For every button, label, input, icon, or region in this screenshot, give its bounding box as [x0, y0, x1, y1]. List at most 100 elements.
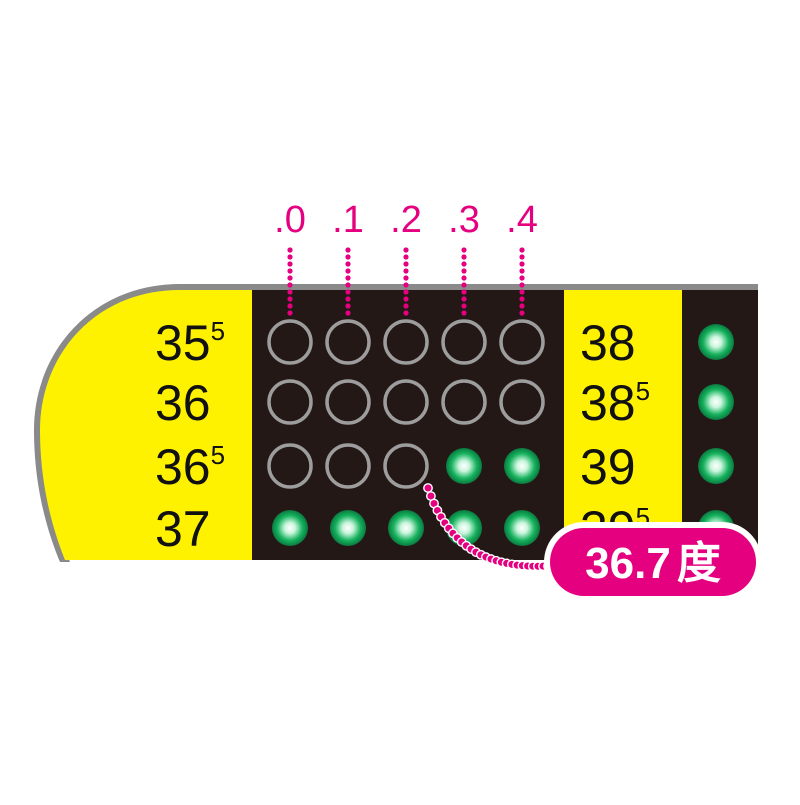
- reading-unit: 度: [677, 539, 721, 588]
- scale-main: 37: [155, 501, 211, 557]
- leader-dot: [345, 254, 351, 260]
- led-off: [325, 379, 371, 425]
- leader-dot: [345, 268, 351, 274]
- callout-dot: [423, 483, 433, 493]
- leader-dot: [461, 310, 467, 316]
- leader-dot: [519, 275, 525, 281]
- decimal-label: .4: [506, 199, 538, 241]
- led-on: [272, 510, 308, 546]
- leader-dot: [403, 289, 409, 295]
- leader-dot: [287, 261, 293, 267]
- decimal-leaders: .0 .1 .2 .3 .4: [274, 199, 538, 316]
- reading-badge: [550, 528, 756, 596]
- led-on: [698, 384, 734, 420]
- scale-label: 39: [580, 439, 636, 495]
- led-on: [698, 448, 734, 484]
- leader-dot: [461, 296, 467, 302]
- led-grid: [267, 319, 545, 546]
- scale-sup: 5: [211, 316, 225, 346]
- led-on: [504, 510, 540, 546]
- leader-dot: [403, 268, 409, 274]
- leader-dot: [403, 303, 409, 309]
- left-yellow-section: [40, 290, 252, 560]
- leader-dot: [287, 254, 293, 260]
- leader-dot: [345, 296, 351, 302]
- led-off: [383, 379, 429, 425]
- led-off: [267, 379, 313, 425]
- scale-label: 355: [155, 315, 225, 371]
- scale-label: 38: [580, 315, 636, 371]
- leader-dot: [345, 261, 351, 267]
- leader-dot: [519, 282, 525, 288]
- leader-dot: [403, 247, 409, 253]
- scale-sup: 5: [636, 376, 650, 406]
- led-on: [388, 510, 424, 546]
- leader-dot: [461, 275, 467, 281]
- leader-dot: [345, 303, 351, 309]
- scale-label: 37: [155, 501, 211, 557]
- leader-dot: [461, 282, 467, 288]
- right-yellow-section: [564, 290, 682, 560]
- leader-dot: [461, 289, 467, 295]
- led-off: [499, 319, 545, 365]
- leader-dot: [345, 275, 351, 281]
- scale-main: 36: [155, 375, 211, 431]
- leader-dot: [345, 289, 351, 295]
- leader-dot: [287, 303, 293, 309]
- led-on: [330, 510, 366, 546]
- decimal-label: .1: [332, 199, 364, 241]
- led-on: [446, 448, 482, 484]
- leader-dot: [461, 268, 467, 274]
- scale-main: 35: [155, 315, 211, 371]
- leader-dot: [403, 282, 409, 288]
- led-off: [499, 379, 545, 425]
- scale-sup: 5: [211, 440, 225, 470]
- led-off: [441, 319, 487, 365]
- leader-dot: [403, 296, 409, 302]
- leader-dot: [345, 282, 351, 288]
- scale-main: 39: [580, 439, 636, 495]
- led-off: [383, 319, 429, 365]
- reading-value: 36.7: [585, 539, 671, 588]
- leader-dot: [519, 289, 525, 295]
- scale-label: 365: [155, 439, 225, 495]
- decimal-label: .2: [390, 199, 422, 241]
- leader-dot: [461, 254, 467, 260]
- leader-dot: [519, 303, 525, 309]
- led-off: [325, 443, 371, 489]
- led-off: [383, 443, 429, 489]
- decimal-label: .0: [274, 199, 306, 241]
- scale-label: 36: [155, 375, 211, 431]
- leader-dot: [461, 261, 467, 267]
- leader-dot: [403, 254, 409, 260]
- leader-dot: [287, 296, 293, 302]
- leader-dot: [287, 268, 293, 274]
- leader-dot: [519, 247, 525, 253]
- leader-dot: [403, 275, 409, 281]
- scale-main: 38: [580, 315, 636, 371]
- leader-dot: [403, 310, 409, 316]
- led-off: [441, 379, 487, 425]
- led-on: [698, 324, 734, 360]
- leader-dot: [519, 254, 525, 260]
- leader-dot: [403, 261, 409, 267]
- leader-dot: [345, 310, 351, 316]
- decimal-label: .3: [448, 199, 480, 241]
- leader-dot: [519, 261, 525, 267]
- leader-dot: [287, 289, 293, 295]
- scale-main: 38: [580, 375, 636, 431]
- leader-dot: [519, 310, 525, 316]
- leader-dot: [519, 296, 525, 302]
- leader-dot: [287, 282, 293, 288]
- led-on: [504, 448, 540, 484]
- led-off: [267, 443, 313, 489]
- leader-dot: [461, 303, 467, 309]
- leader-dot: [287, 310, 293, 316]
- led-off: [325, 319, 371, 365]
- leader-dot: [287, 247, 293, 253]
- led-off: [267, 319, 313, 365]
